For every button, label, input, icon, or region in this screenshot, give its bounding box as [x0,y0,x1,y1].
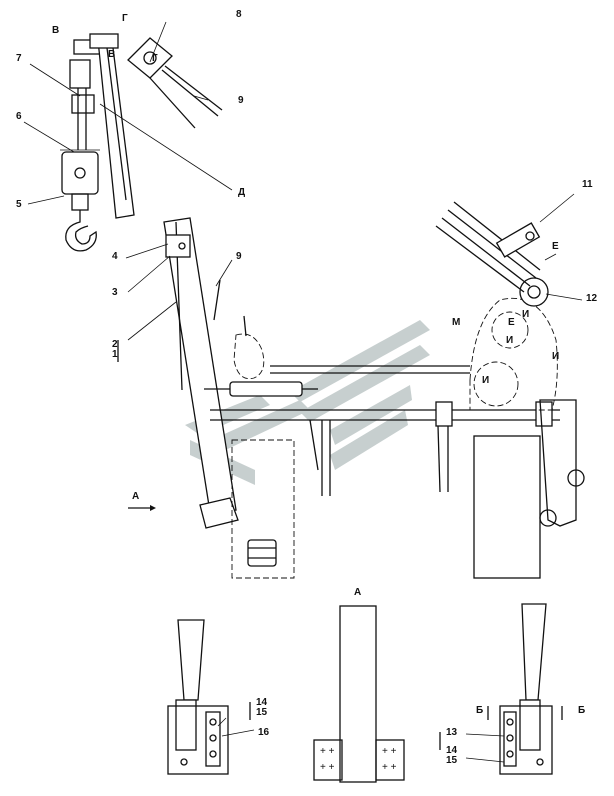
leader-lines [23,21,583,763]
callout-13: 13 [446,727,458,738]
view-letter-i-2: И [506,335,514,346]
mast [163,217,239,529]
callout-6: 6 [16,111,22,122]
view-letter-d: Д [238,187,246,198]
svg-text:+ +: + + [382,746,397,757]
view-letter-i-4: И [482,375,490,386]
hydraulic-cylinder [204,315,318,397]
callout-9-top: 9 [238,95,244,106]
section-letter-b-right: Б [578,705,586,716]
view-letter-e-top: Е [552,241,559,252]
section-letter-b-left: Б [476,705,484,716]
hook-assembly [60,39,113,252]
callout-2: 2 [112,339,118,350]
view-letter-g-bottom: Г [152,53,158,64]
callout-15-left: 15 [256,707,268,718]
view-letter-i-3: И [552,351,560,362]
right-assembly [435,201,558,411]
callout-4: 4 [112,251,118,262]
view-letter-v-bottom: В [108,49,116,60]
callout-8: 8 [236,9,242,20]
view-letter-m: М [452,317,461,328]
svg-text:+ +: + + [320,746,335,757]
callout-1: 1 [112,349,118,360]
callout-5: 5 [16,199,22,210]
view-arrow-a: А [132,491,140,502]
callout-11: 11 [582,179,593,190]
callout-3: 3 [112,287,118,298]
svg-text:+ +: + + [382,762,397,773]
detail-center: + + + + + + + + [313,605,405,783]
gripper-detail [127,37,223,129]
view-title-a: А [354,587,362,598]
svg-text:+ +: + + [320,762,335,773]
callout-14-right: 14 [446,745,458,756]
view-letter-i-1: И [522,309,530,320]
callout-12: 12 [586,293,598,304]
detail-left [167,619,229,775]
callout-14-left: 14 [256,697,268,708]
callout-15-right: 15 [446,755,458,766]
callout-16: 16 [258,727,270,738]
main-frame [210,365,585,579]
callout-9-mid: 9 [236,251,242,262]
view-letter-v-top: В [52,25,60,36]
view-letter-g-top: Г [122,13,128,24]
view-letter-e-mid: Е [508,317,515,328]
callout-7: 7 [16,53,22,64]
jib-upper [89,33,135,219]
detail-right [487,603,563,775]
